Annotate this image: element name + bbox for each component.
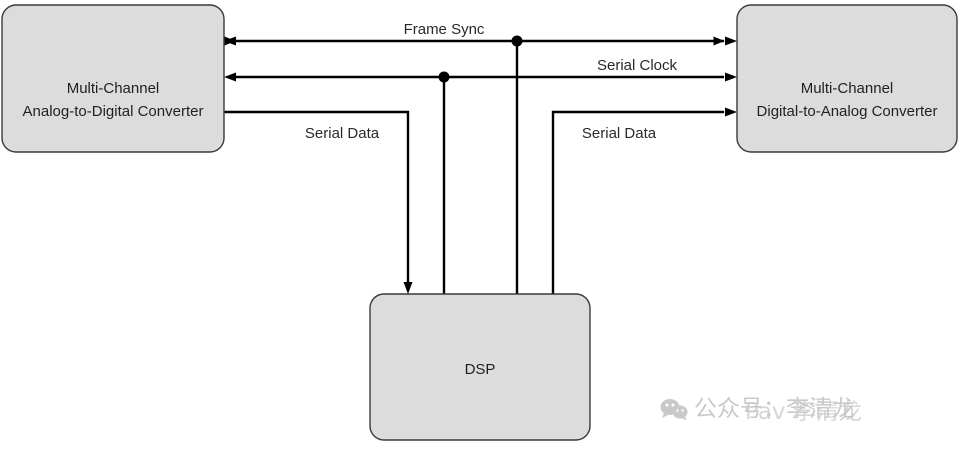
block-layer: Multi-Channel Analog-to-Digital Converte… [1, 4, 958, 441]
wire-serial-data-dsp-to-dac [551, 110, 724, 294]
dac-box-shape [736, 4, 958, 153]
digital-to-analog-converter-block[interactable]: Multi-Channel Digital-to-Analog Converte… [736, 4, 958, 153]
arrowhead-frame-sync-left [224, 36, 236, 46]
analog-to-digital-converter-block[interactable]: Multi-Channel Analog-to-Digital Converte… [1, 4, 225, 153]
wire-layer [224, 35, 737, 294]
dsp-label: DSP [465, 361, 496, 378]
adc-label-line2: Analog-to-Digital Converter [23, 103, 204, 120]
junction-dot-serial-clock [438, 71, 450, 83]
label-serial-clock: Serial Clock [597, 57, 678, 74]
arrowhead-serial-clock-right [725, 72, 737, 82]
dsp-box-shape [369, 293, 591, 441]
wire-label-layer: Frame Sync Serial Clock Serial Data Seri… [305, 21, 678, 142]
wire-serial-data-adc-to-dsp [224, 110, 410, 283]
dsp-block[interactable]: DSP [369, 293, 591, 441]
dac-label-line2: Digital-to-Analog Converter [757, 103, 938, 120]
label-frame-sync: Frame Sync [404, 21, 485, 38]
junction-dot-frame-sync [511, 35, 523, 47]
adc-label-line1: Multi-Channel [67, 80, 160, 97]
dac-label-line1: Multi-Channel [801, 80, 894, 97]
arrowhead-frame-sync-right [725, 36, 737, 46]
arrowhead-serial-data-out-dac [725, 107, 737, 117]
label-serial-data-out: Serial Data [582, 125, 657, 142]
label-serial-data-in: Serial Data [305, 125, 380, 142]
arrowhead-serial-data-in-dsp [403, 282, 413, 294]
arrowhead-serial-clock-left [224, 72, 236, 82]
adc-box-shape [1, 4, 225, 153]
